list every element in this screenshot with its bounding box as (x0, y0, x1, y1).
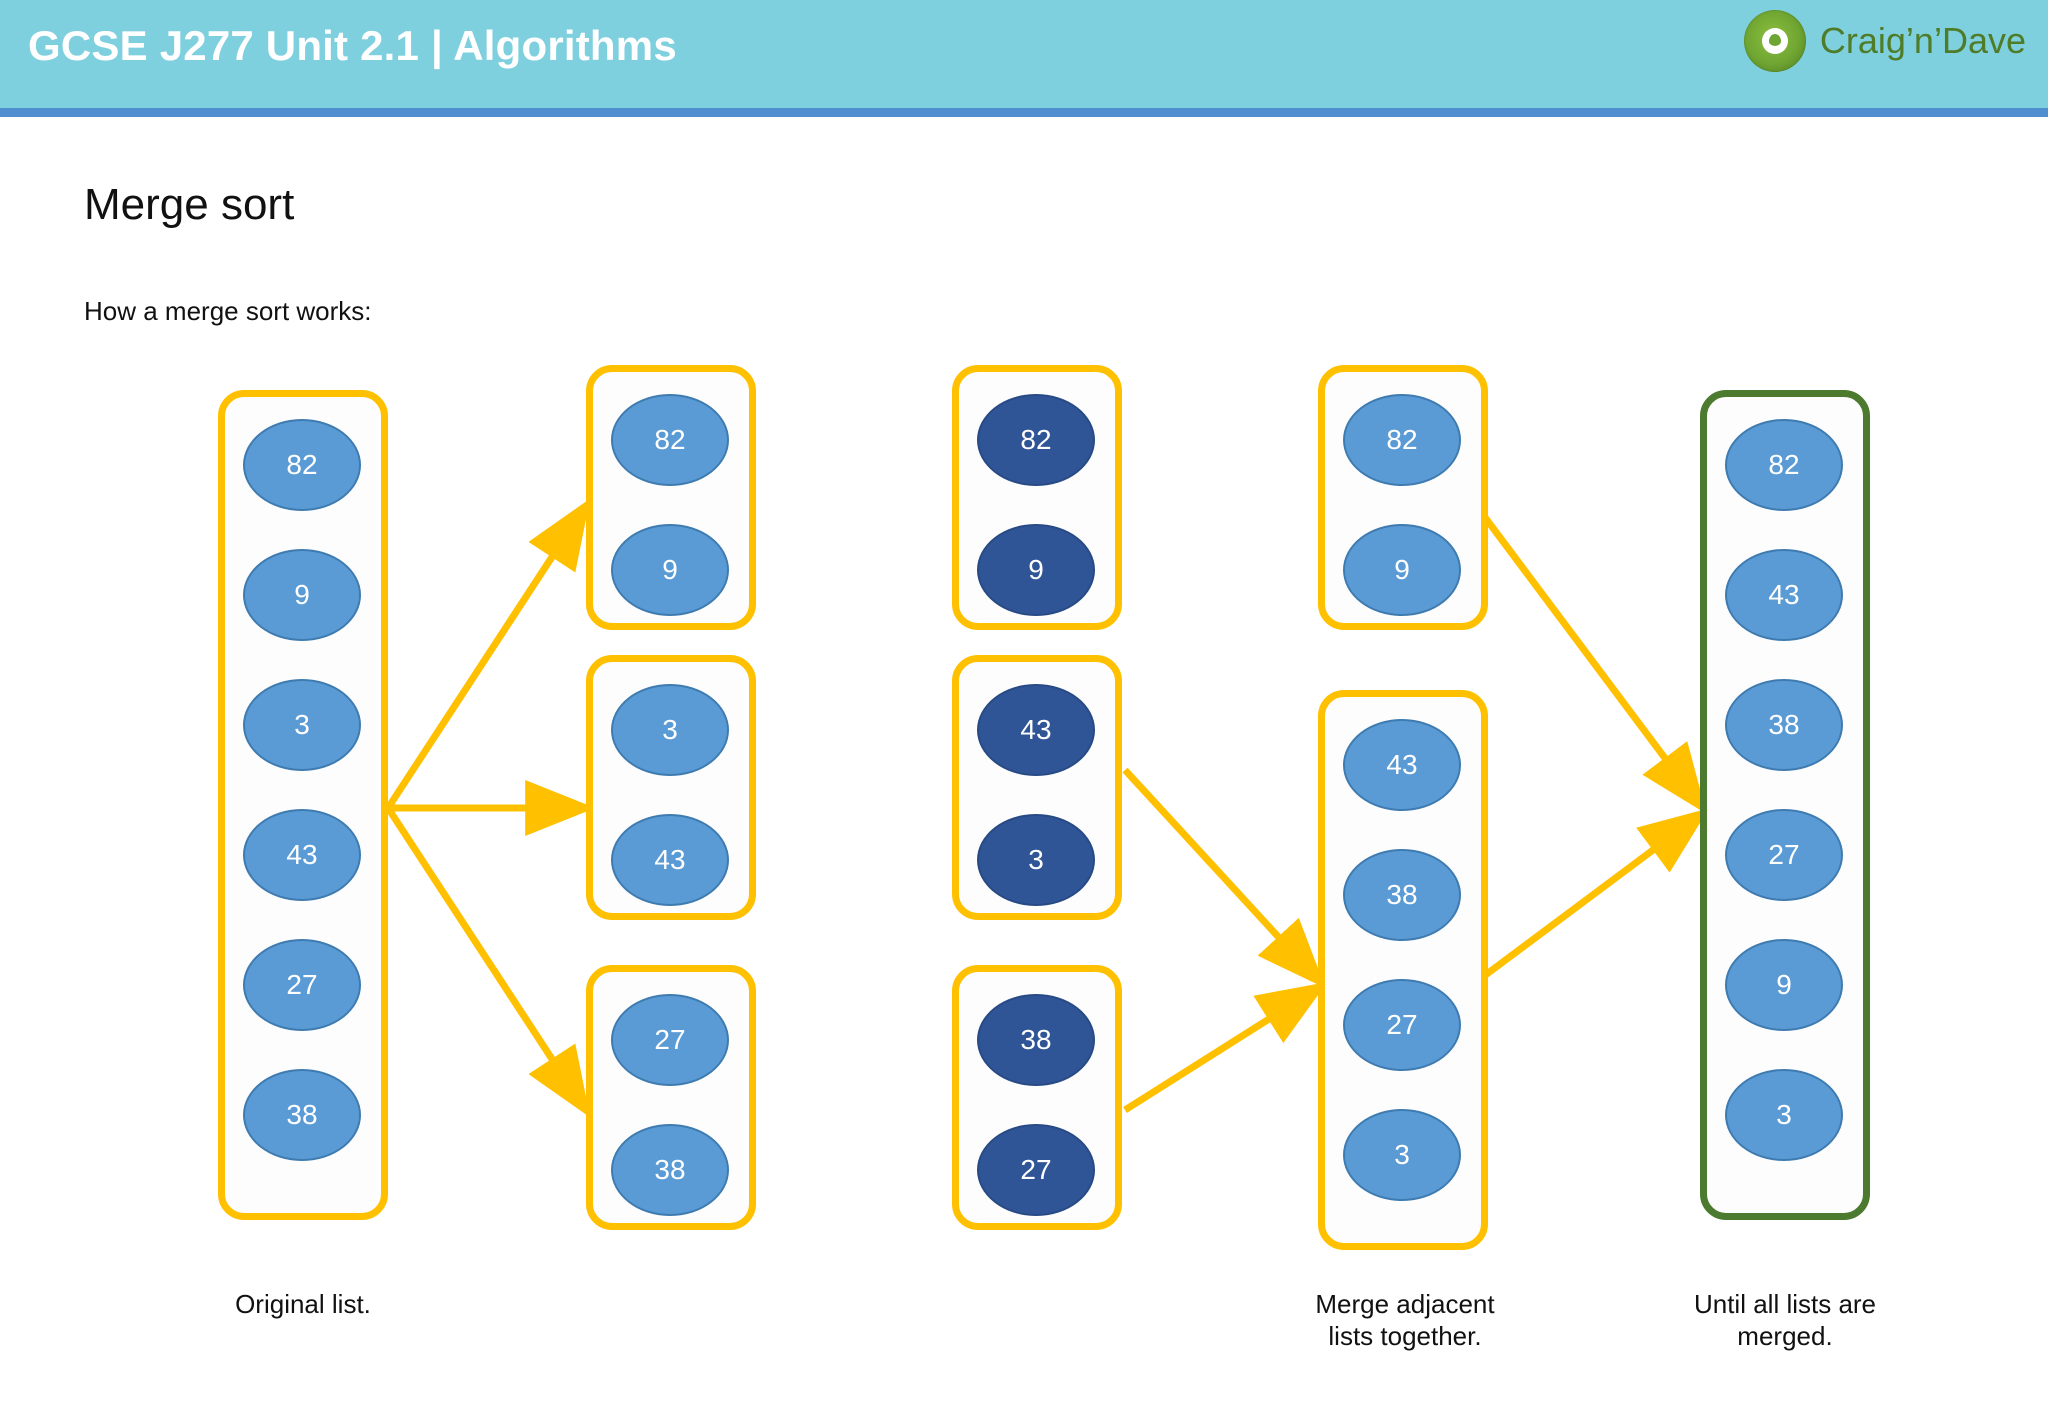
node-value[interactable]: 27 (611, 994, 729, 1086)
caption-line: Until all lists are (1693, 1289, 1877, 1319)
node-value[interactable]: 38 (977, 994, 1095, 1086)
node-value[interactable]: 43 (1343, 719, 1461, 811)
header-underline (0, 108, 2048, 117)
node-value[interactable]: 3 (243, 679, 361, 771)
node-value[interactable]: 82 (977, 394, 1095, 486)
arrow-merge-2 (1123, 982, 1328, 1113)
node-value[interactable]: 82 (243, 419, 361, 511)
node-value[interactable]: 9 (1725, 939, 1843, 1031)
node-value[interactable]: 38 (611, 1124, 729, 1216)
node-value[interactable]: 43 (611, 814, 729, 906)
node-value[interactable]: 3 (1343, 1109, 1461, 1201)
list-box-final-sorted[interactable]: 82 43 38 27 9 3 (1700, 390, 1870, 1220)
arrow-final-1 (1469, 497, 1707, 814)
arrow-final-2 (1469, 808, 1709, 988)
list-box-divided-3[interactable]: 27 38 (586, 965, 756, 1230)
list-box-sorted-pair-3[interactable]: 38 27 (952, 965, 1122, 1230)
node-value[interactable]: 82 (611, 394, 729, 486)
arrow-split-3 (385, 806, 591, 1118)
list-box-merged-1[interactable]: 82 9 (1318, 365, 1488, 630)
list-box-divided-1[interactable]: 82 9 (586, 365, 756, 630)
list-box-merged-2[interactable]: 43 38 27 3 (1318, 690, 1488, 1250)
header-title: GCSE J277 Unit 2.1 | Algorithms (28, 22, 677, 69)
node-value[interactable]: 3 (611, 684, 729, 776)
node-value[interactable]: 9 (243, 549, 361, 641)
node-value[interactable]: 9 (977, 524, 1095, 616)
brand-logo-group: Craig’n’Dave (1743, 10, 2026, 72)
node-value[interactable]: 9 (1343, 524, 1461, 616)
list-box-original[interactable]: 82 9 3 43 27 38 (218, 390, 388, 1220)
node-value[interactable]: 9 (611, 524, 729, 616)
node-value[interactable]: 38 (1343, 849, 1461, 941)
node-value[interactable]: 27 (977, 1124, 1095, 1216)
brand-name: Craig’n’Dave (1819, 20, 2026, 61)
caption-line: merged. (1737, 1321, 1833, 1352)
slide-header-bar: GCSE J277 Unit 2.1 | Algorithms Craig’n’… (0, 0, 2048, 108)
craig-n-dave-logo-icon (1743, 10, 1806, 72)
caption-line: lists together. (1328, 1321, 1482, 1352)
node-value[interactable]: 82 (1343, 394, 1461, 486)
caption-original-list: Original list. (218, 1288, 388, 1320)
node-value[interactable]: 27 (1343, 979, 1461, 1071)
list-box-sorted-pair-1[interactable]: 82 9 (952, 365, 1122, 630)
caption-until-merged: Until all lists are merged. (1660, 1288, 1910, 1352)
caption-merge-adjacent: Merge adjacent lists together. (1280, 1288, 1530, 1352)
node-value[interactable]: 43 (243, 809, 361, 901)
node-value[interactable]: 27 (1725, 809, 1843, 901)
list-box-divided-2[interactable]: 3 43 (586, 655, 756, 920)
node-value[interactable]: 38 (243, 1069, 361, 1161)
node-value[interactable]: 82 (1725, 419, 1843, 511)
lead-text: How a merge sort works: (84, 296, 372, 326)
caption-line: Merge adjacent (1315, 1289, 1495, 1319)
caption-line: Original list. (235, 1289, 371, 1319)
arrow-split-1 (385, 498, 591, 810)
node-value[interactable]: 27 (243, 939, 361, 1031)
page-title: Merge sort (84, 180, 295, 229)
node-value[interactable]: 43 (977, 684, 1095, 776)
node-value[interactable]: 38 (1725, 679, 1843, 771)
node-value[interactable]: 3 (1725, 1069, 1843, 1161)
node-value[interactable]: 3 (977, 814, 1095, 906)
list-box-sorted-pair-2[interactable]: 43 3 (952, 655, 1122, 920)
node-value[interactable]: 43 (1725, 549, 1843, 641)
arrow-merge-1 (1122, 767, 1326, 989)
